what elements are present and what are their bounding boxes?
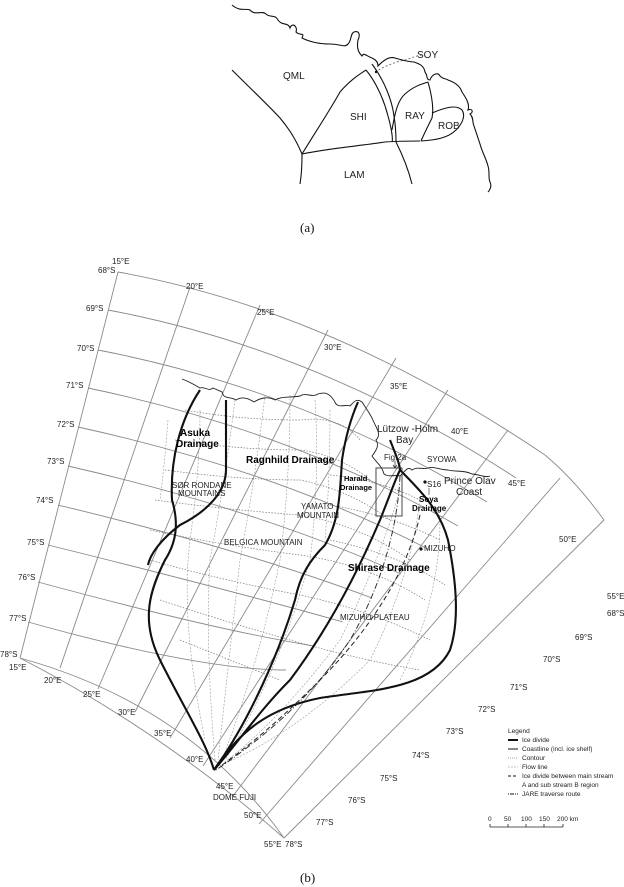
lat-label-71s-left: 71°S (66, 381, 83, 390)
prince-olav-coast-label-1: Prince Olav (444, 476, 496, 487)
lon-label-55e-bottom: 55°E (264, 840, 281, 849)
region-label-lam: LAM (344, 170, 365, 181)
dome-fuji-label: DOME FUJI (213, 793, 256, 802)
lat-label-68s-left: 68°S (98, 266, 115, 275)
harald-drainage-label-1: Harald (344, 474, 368, 483)
lon-label-50e-top: 50°E (559, 535, 576, 544)
lat-label-74s-left: 74°S (36, 496, 53, 505)
lon-label-55e-top: 55°E (607, 592, 624, 601)
scale-tick-label: 200 km (557, 816, 578, 823)
lat-label-71s-right: 71°S (510, 683, 527, 692)
lat-label-70s-left: 70°S (77, 344, 94, 353)
sub-stream-divide (221, 514, 421, 766)
lon-label-50e-bottom: 50°E (244, 811, 261, 820)
lon-label-20e-bottom: 20°E (44, 676, 61, 685)
lat-label-73s-left: 73°S (47, 457, 64, 466)
sor-rondane-label-2: MOUNTAINS (178, 489, 225, 498)
mizuho-station-marker (419, 547, 423, 551)
legend-item-label: JARE traverse route (522, 791, 581, 798)
legend: Legend Ice divide Coastline (incl. ice s… (508, 728, 613, 798)
harald-drainage-label-2: Drainage (340, 483, 372, 492)
caption-b: (b) (300, 870, 315, 885)
lat-label-77s-right: 77°S (316, 818, 333, 827)
caption-a: (a) (300, 220, 314, 235)
lat-label-69s-left: 69°S (86, 304, 103, 313)
s16-label: S16 (427, 480, 442, 489)
ice-divides (146, 389, 457, 771)
yamato-label-2: MOUNTAIN (297, 511, 339, 520)
soya-drainage-label-1: Soya (419, 495, 439, 504)
legend-item-label: Ice divide between main stream (522, 773, 613, 780)
region-label-rob: ROB (438, 121, 460, 132)
lon-label-15e-top: 15°E (112, 257, 129, 266)
lat-label-75s-left: 75°S (27, 538, 44, 547)
sor-rondane-label-1: SØR RONDANE (172, 481, 232, 490)
s16-station-marker (423, 480, 427, 484)
lat-label-74s-right: 74°S (412, 751, 429, 760)
mizuho-plateau-label: MIZUHO PLATEAU (340, 613, 410, 622)
lat-label-73s-right: 73°S (446, 727, 463, 736)
lon-label-40e-top: 40°E (451, 427, 468, 436)
jare-traverse-route (215, 475, 401, 771)
legend-item-label: Coastline (incl. ice shelf) (522, 746, 592, 753)
fig2a-label[interactable]: Fig.2a (384, 453, 407, 462)
soya-drainage-label-2: Drainage (412, 504, 447, 513)
scale-tick-label: 50 (504, 816, 512, 823)
scale-bar: 0 50 100 150 200 km (488, 816, 578, 828)
lon-label-30e-top: 30°E (324, 343, 341, 352)
lon-label-30e-bottom: 30°E (118, 708, 135, 717)
lon-label-20e-top: 20°E (186, 282, 203, 291)
lat-label-78s-right: 78°S (285, 840, 302, 849)
legend-item-label: Ice divide (522, 737, 550, 744)
lon-label-35e-bottom: 35°E (154, 729, 171, 738)
region-label-ray: RAY (405, 111, 425, 122)
scale-tick-label: 100 (521, 816, 532, 823)
yamato-label-1: YAMATO (301, 502, 333, 511)
legend-title: Legend (508, 728, 530, 735)
legend-item-label: A and sub stream B region (522, 782, 599, 789)
lat-label-72s-right: 72°S (478, 705, 495, 714)
lat-label-72s-left: 72°S (57, 420, 74, 429)
asuka-drainage-label-2: Drainage (176, 439, 219, 450)
graticule (19, 271, 605, 839)
lat-label-68s-right: 68°S (607, 609, 624, 618)
lat-label-70s-right: 70°S (543, 655, 560, 664)
coastline (181, 378, 491, 477)
ragnhild-drainage-label: Ragnhild Drainage (246, 455, 335, 466)
legend-item-label: Flow line (522, 764, 548, 771)
belgica-mountain-label: BELGICA MOUNTAIN (224, 538, 303, 547)
lon-label-40e-bottom: 40°E (186, 755, 203, 764)
lutzow-holm-bay-label-2: Bay (396, 435, 413, 446)
lat-label-76s-right: 76°S (348, 796, 365, 805)
legend-item-label: Contour (522, 755, 546, 762)
asuka-drainage-label-1: Asuka (180, 428, 210, 439)
region-label-qml: QML (283, 71, 305, 82)
lat-label-75s-right: 75°S (380, 774, 397, 783)
scale-tick-label: 150 (539, 816, 550, 823)
fig2a-inset-box[interactable] (375, 467, 403, 517)
region-label-shi: SHI (350, 112, 367, 123)
flow-lines (159, 394, 441, 763)
syowa-label: SYOWA (427, 455, 457, 464)
lon-label-15e-bottom: 15°E (9, 663, 26, 672)
region-label-soy: SOY (417, 50, 438, 61)
lon-label-45e-top: 45°E (508, 479, 525, 488)
lat-label-78s-left: 78°S (0, 650, 17, 659)
panel-a-map: QML SHI RAY ROB LAM SOY (231, 4, 492, 193)
shirase-drainage-label: Shirase Drainage (348, 563, 430, 574)
scale-tick-label: 0 (488, 816, 492, 823)
lon-label-25e-bottom: 25°E (83, 690, 100, 699)
lutzow-holm-bay-label-1: Lützow -Holm (377, 424, 438, 435)
lon-label-45e-bottom: 45°E (216, 782, 233, 791)
mizuho-label: MIZUHO (424, 544, 456, 553)
lat-label-76s-left: 76°S (18, 573, 35, 582)
lat-label-69s-right: 69°S (575, 633, 592, 642)
lon-label-25e-top: 25°E (257, 308, 274, 317)
lat-label-77s-left: 77°S (9, 614, 26, 623)
lon-label-35e-top: 35°E (390, 382, 407, 391)
prince-olav-coast-label-2: Coast (456, 487, 482, 498)
